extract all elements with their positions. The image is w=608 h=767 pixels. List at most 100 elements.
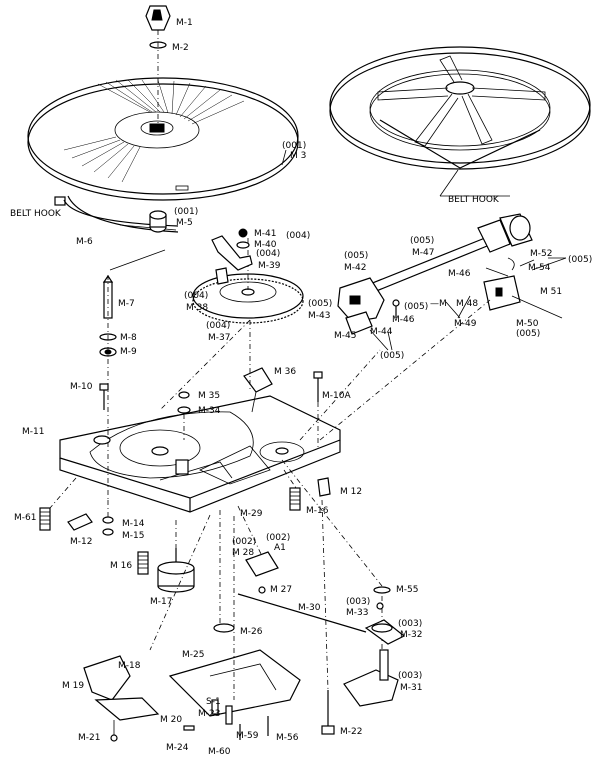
label-m31: M-31 bbox=[400, 683, 422, 693]
label-m31-code: (003) bbox=[398, 671, 422, 681]
chassis-m11 bbox=[59, 395, 341, 513]
tonearm bbox=[337, 213, 563, 335]
label-m60: M-60 bbox=[208, 747, 231, 757]
label-m10a: M-10A bbox=[322, 391, 351, 401]
springs bbox=[39, 477, 331, 575]
label-m50-code: (005) bbox=[516, 329, 540, 339]
label-m46b: M-46 bbox=[448, 269, 471, 279]
label-m15: M-15 bbox=[122, 531, 144, 541]
label-m33-code: (003) bbox=[346, 597, 370, 607]
label-m41-code: (004) bbox=[286, 231, 310, 241]
label-m32: M-32 bbox=[400, 630, 422, 640]
label-m16a: M 16 bbox=[110, 561, 132, 571]
label-m12a: M-12 bbox=[70, 537, 92, 547]
label-m54-code: (005) bbox=[568, 255, 592, 265]
label-m37-code: (004) bbox=[206, 321, 230, 331]
label-m5: M-5 bbox=[176, 218, 193, 228]
pointer-lines bbox=[281, 149, 567, 351]
label-m27: M 27 bbox=[270, 585, 292, 595]
label-m38-code: (004) bbox=[184, 291, 208, 301]
leader-lines bbox=[49, 299, 491, 700]
label-m30: M-30 bbox=[298, 603, 321, 613]
label-m24: M-24 bbox=[166, 743, 189, 753]
label-m45-code: (005) bbox=[380, 351, 404, 361]
spindle-cap bbox=[145, 5, 171, 125]
label-m23: M-23 bbox=[198, 709, 220, 719]
label-m38: M 38 bbox=[186, 303, 208, 313]
label-m25: M-25 bbox=[182, 650, 204, 660]
label-m48-prefix: —M bbox=[430, 299, 447, 309]
label-m6: M-6 bbox=[76, 237, 93, 247]
label-m42: M-42 bbox=[344, 263, 366, 273]
plate-m28 bbox=[245, 551, 279, 594]
label-m26: M-26 bbox=[240, 627, 263, 637]
label-m46-code: (005) bbox=[404, 302, 428, 312]
label-m29: M-29 bbox=[240, 509, 263, 519]
label-s1: S-1 bbox=[206, 697, 221, 707]
label-m17: M-17 bbox=[150, 597, 172, 607]
label-m44: M-44 bbox=[370, 327, 393, 337]
washer-m35 bbox=[177, 391, 191, 440]
label-m56: M-56 bbox=[276, 733, 299, 743]
label-m61: M-61 bbox=[14, 513, 36, 523]
label-m2: M-2 bbox=[172, 43, 189, 53]
label-m54: M-54 bbox=[528, 263, 551, 273]
label-m28: M 28 bbox=[232, 548, 254, 558]
label-m46a: M-46 bbox=[392, 315, 415, 325]
rod-m30 bbox=[237, 593, 367, 633]
label-m14: M-14 bbox=[122, 519, 145, 529]
label-m37: M-37 bbox=[208, 333, 230, 343]
belt-and-hook bbox=[54, 195, 179, 233]
label-m1: M-1 bbox=[176, 18, 193, 28]
label-m48: M 48 bbox=[456, 299, 478, 309]
label-m8: M-8 bbox=[120, 333, 137, 343]
label-a1: A1 bbox=[274, 543, 286, 553]
label-m19: M 19 bbox=[62, 681, 84, 691]
label-m18: M-18 bbox=[118, 661, 141, 671]
label-m41: M-41 bbox=[254, 229, 276, 239]
platter-left bbox=[27, 77, 299, 201]
label-m3-code: (001) bbox=[282, 141, 306, 151]
motor-m17 bbox=[157, 548, 195, 593]
label-m7: M-7 bbox=[118, 299, 135, 309]
lever-m39 bbox=[211, 228, 253, 285]
bracket-m36 bbox=[243, 367, 273, 413]
label-m45: M-45 bbox=[334, 331, 356, 341]
label-m9: M-9 bbox=[120, 347, 137, 357]
label-m11: M-11 bbox=[22, 427, 44, 437]
label-m22: M-22 bbox=[340, 727, 362, 737]
label-m16b: M-16 bbox=[306, 506, 329, 516]
label-m49: M-49 bbox=[454, 319, 477, 329]
label-m52: M-52 bbox=[530, 249, 552, 259]
label-m43: M-43 bbox=[308, 311, 330, 321]
label-m40: M-40 bbox=[254, 240, 277, 250]
label-m10: M-10 bbox=[70, 382, 93, 392]
screw-m10 bbox=[99, 383, 109, 410]
label-m51: M 51 bbox=[540, 287, 562, 297]
label-m33: M-33 bbox=[346, 608, 368, 618]
gear-m38 bbox=[192, 238, 304, 324]
part-labels: M-1 M-2 (001) M 3 BELT HOOK BELT HOOK (0… bbox=[10, 18, 592, 757]
label-m5-code: (001) bbox=[174, 207, 198, 217]
label-m28-code: (002) bbox=[232, 537, 256, 547]
label-m50: M-50 bbox=[516, 319, 539, 329]
label-m34: M-34 bbox=[198, 406, 221, 416]
label-m55: M-55 bbox=[396, 585, 418, 595]
label-a1-code: (002) bbox=[266, 533, 290, 543]
label-m36: M 36 bbox=[274, 367, 296, 377]
screw-m10a bbox=[313, 371, 323, 448]
cue-assembly bbox=[343, 586, 406, 707]
label-m21: M-21 bbox=[78, 733, 100, 743]
label-m43-code: (005) bbox=[308, 299, 332, 309]
label-m12b: M 12 bbox=[340, 487, 362, 497]
platter-right bbox=[329, 46, 591, 170]
center-shaft bbox=[99, 249, 166, 430]
label-m59: M-59 bbox=[236, 731, 259, 741]
label-m39-code: (004) bbox=[256, 249, 280, 259]
label-m3: M 3 bbox=[290, 151, 306, 161]
lower-mechanism bbox=[83, 623, 335, 742]
label-belt-hook-left: BELT HOOK bbox=[10, 209, 62, 219]
label-belt-hook-right: BELT HOOK bbox=[448, 195, 500, 205]
